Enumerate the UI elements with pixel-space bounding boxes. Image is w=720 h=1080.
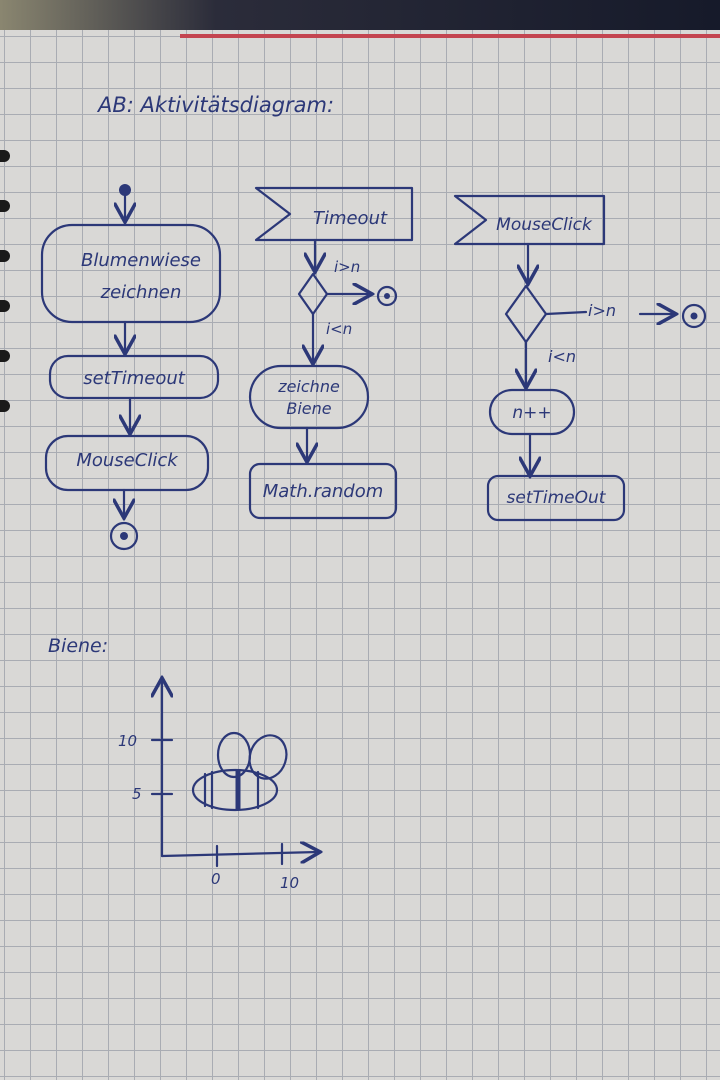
action-settimeout <box>48 354 220 400</box>
guard-label: i<n <box>548 347 576 366</box>
bee-body <box>191 768 279 812</box>
action-label: Blumenwiese <box>81 250 201 271</box>
action-label: zeichnen <box>100 282 182 303</box>
page-title: AB: Aktivitätsdiagram: <box>96 93 334 117</box>
diagram-main-flow: Blumenwiese zeichnen setTimeout MouseCli… <box>40 184 222 551</box>
bee-heading: Biene: <box>48 635 108 657</box>
x-axis <box>160 852 318 856</box>
diagram-mouseclick-flow: MouseClick i>n i<n n++ setTimeOut <box>453 194 707 522</box>
signal-label: Timeout <box>313 208 388 229</box>
action-label: n++ <box>512 403 551 423</box>
signal-mouseclick <box>453 194 606 246</box>
action-math-random <box>248 462 398 520</box>
guard-label: i>n <box>334 258 360 276</box>
action-mouseclick <box>44 434 210 492</box>
action-label: MouseClick <box>76 450 179 471</box>
action-label: setTimeOut <box>507 488 607 508</box>
guard-label: i<n <box>326 320 352 338</box>
guard-label: i>n <box>588 301 616 320</box>
spiral-ring <box>0 300 10 312</box>
y-tick-label: 10 <box>118 732 137 750</box>
spiral-ring <box>0 150 10 162</box>
bee-coordinate-sketch: Biene: 10 5 0 10 <box>48 635 318 892</box>
spiral-ring <box>0 200 10 212</box>
action-label: Math.random <box>263 481 384 502</box>
bee-wing <box>248 734 288 780</box>
action-draw-meadow <box>40 223 222 324</box>
start-node <box>119 184 131 196</box>
action-label: setTimeout <box>83 368 186 389</box>
spiral-ring <box>0 250 10 262</box>
end-node <box>376 285 398 307</box>
action-settimeout <box>486 474 626 522</box>
action-label: Biene <box>286 399 331 418</box>
notebook-red-edge <box>180 34 720 38</box>
signal-timeout <box>254 186 414 242</box>
action-draw-bee <box>248 364 370 430</box>
action-label: zeichne <box>277 377 340 396</box>
decision-node <box>297 272 329 316</box>
decision-node <box>504 284 548 344</box>
end-node <box>109 521 139 551</box>
diagram-timeout-flow: Timeout i>n i<n zeichne Biene Math.rando… <box>248 186 414 520</box>
spiral-ring <box>0 400 10 412</box>
end-node <box>681 303 707 329</box>
spiral-ring <box>0 350 10 362</box>
x-tick-label: 10 <box>280 874 299 892</box>
signal-label: MouseClick <box>496 215 593 235</box>
y-tick-label: 5 <box>132 785 142 803</box>
action-increment <box>488 388 576 436</box>
x-tick-label: 0 <box>211 870 221 888</box>
